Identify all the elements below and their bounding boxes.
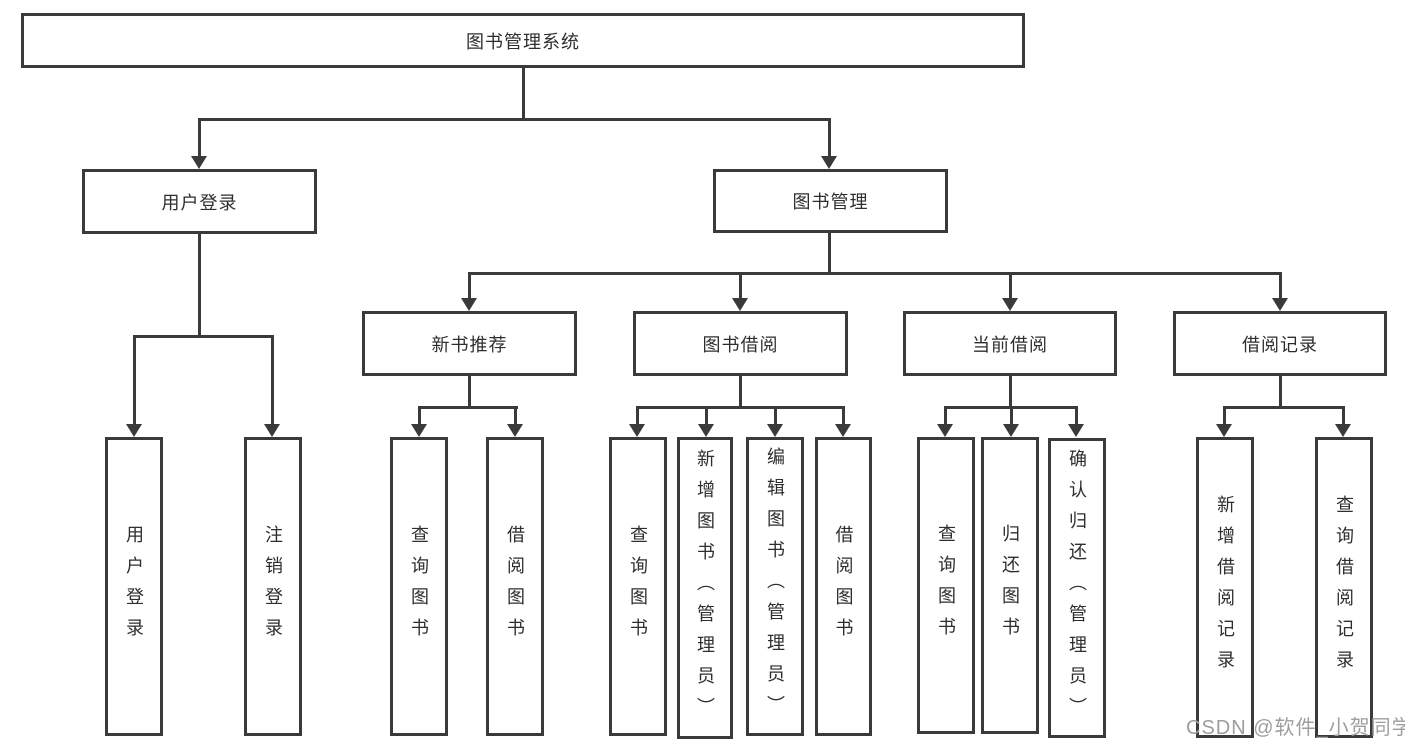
leaf-borrow-books-recommend-label: 借阅图书 bbox=[505, 524, 525, 649]
connector-line bbox=[635, 406, 845, 409]
leaf-query-borrow-record: 查询借阅记录 bbox=[1315, 437, 1373, 738]
arrow-down-icon bbox=[1272, 272, 1288, 311]
leaf-confirm-return-admin-label: 确认归还（管理员） bbox=[1067, 448, 1087, 728]
node-book-management-label: 图书管理 bbox=[792, 192, 869, 212]
leaf-query-books-current: 查询图书 bbox=[917, 437, 975, 734]
arrow-down-icon bbox=[937, 406, 953, 437]
arrow-down-icon bbox=[1068, 406, 1084, 437]
leaf-borrow-books-recommend: 借阅图书 bbox=[486, 437, 544, 736]
leaf-query-books-recommend: 查询图书 bbox=[390, 437, 448, 736]
leaf-add-borrow-record-label: 新增借阅记录 bbox=[1215, 494, 1235, 681]
arrow-down-icon bbox=[821, 118, 837, 169]
arrow-down-icon bbox=[1002, 272, 1018, 311]
node-new-book-recommend-label: 新书推荐 bbox=[431, 334, 508, 355]
connector-line bbox=[197, 234, 201, 337]
leaf-query-books-recommend-label: 查询图书 bbox=[409, 524, 429, 649]
node-current-borrowing: 当前借阅 bbox=[903, 311, 1117, 376]
connector-line bbox=[1222, 406, 1344, 409]
leaf-edit-book-admin: 编辑图书（管理员） bbox=[746, 437, 804, 736]
node-user-login-label: 用户登录 bbox=[161, 192, 238, 213]
node-book-borrowing-label: 图书借阅 bbox=[702, 334, 779, 355]
arrow-down-icon bbox=[767, 406, 783, 437]
connector-line bbox=[132, 335, 274, 338]
node-book-borrowing: 图书借阅 bbox=[633, 311, 848, 376]
node-root: 图书管理系统 bbox=[21, 13, 1025, 68]
node-new-book-recommend: 新书推荐 bbox=[362, 311, 577, 376]
arrow-down-icon bbox=[732, 272, 748, 311]
node-user-login: 用户登录 bbox=[82, 169, 317, 234]
node-current-borrowing-label: 当前借阅 bbox=[972, 334, 1048, 355]
arrow-down-icon bbox=[1216, 406, 1232, 437]
leaf-return-book-label: 归还图书 bbox=[1000, 523, 1020, 648]
leaf-query-books-borrowing-label: 查询图书 bbox=[628, 524, 648, 649]
leaf-borrow-books-borrowing: 借阅图书 bbox=[815, 437, 872, 736]
leaf-return-book: 归还图书 bbox=[981, 437, 1039, 734]
node-book-management: 图书管理 bbox=[713, 169, 948, 233]
arrow-down-icon bbox=[629, 406, 645, 437]
leaf-add-book-admin-label: 新增图书（管理员） bbox=[695, 448, 715, 728]
csdn-watermark: CSDN @软件_小贺同学 bbox=[1186, 717, 1405, 739]
node-borrowing-records: 借阅记录 bbox=[1173, 311, 1387, 376]
arrow-down-icon bbox=[507, 406, 523, 437]
node-borrowing-records-label: 借阅记录 bbox=[1242, 334, 1318, 355]
arrow-down-icon bbox=[461, 272, 477, 311]
leaf-query-books-current-label: 查询图书 bbox=[936, 523, 956, 648]
leaf-add-book-admin: 新增图书（管理员） bbox=[677, 437, 733, 739]
arrow-down-icon bbox=[411, 406, 427, 437]
leaf-query-books-borrowing: 查询图书 bbox=[609, 437, 667, 736]
connector-line bbox=[827, 233, 831, 274]
connector-line bbox=[467, 376, 471, 408]
leaf-edit-book-admin-label: 编辑图书（管理员） bbox=[765, 447, 785, 726]
node-root-label: 图书管理系统 bbox=[466, 31, 580, 52]
arrow-down-icon bbox=[1003, 406, 1019, 437]
connector-line bbox=[1278, 376, 1282, 408]
arrow-down-icon bbox=[1335, 406, 1351, 437]
leaf-logout-label: 注销登录 bbox=[263, 524, 283, 649]
arrow-down-icon bbox=[191, 118, 207, 169]
arrow-down-icon bbox=[835, 406, 851, 437]
leaf-borrow-books-borrowing-label: 借阅图书 bbox=[833, 524, 854, 649]
arrow-down-icon bbox=[698, 406, 714, 437]
leaf-user-login-label: 用户登录 bbox=[124, 524, 144, 649]
connector-line bbox=[738, 376, 742, 408]
leaf-add-borrow-record: 新增借阅记录 bbox=[1196, 437, 1254, 738]
arrow-down-icon bbox=[264, 335, 280, 437]
leaf-query-borrow-record-label: 查询借阅记录 bbox=[1334, 494, 1354, 681]
leaf-user-login: 用户登录 bbox=[105, 437, 163, 736]
leaf-confirm-return-admin: 确认归还（管理员） bbox=[1048, 438, 1106, 738]
connector-line bbox=[467, 272, 1281, 275]
connector-line bbox=[417, 406, 518, 409]
leaf-logout: 注销登录 bbox=[244, 437, 302, 736]
arrow-down-icon bbox=[126, 335, 142, 437]
connector-line bbox=[197, 118, 831, 121]
connector-line bbox=[1008, 376, 1012, 408]
connector-line bbox=[521, 68, 525, 121]
